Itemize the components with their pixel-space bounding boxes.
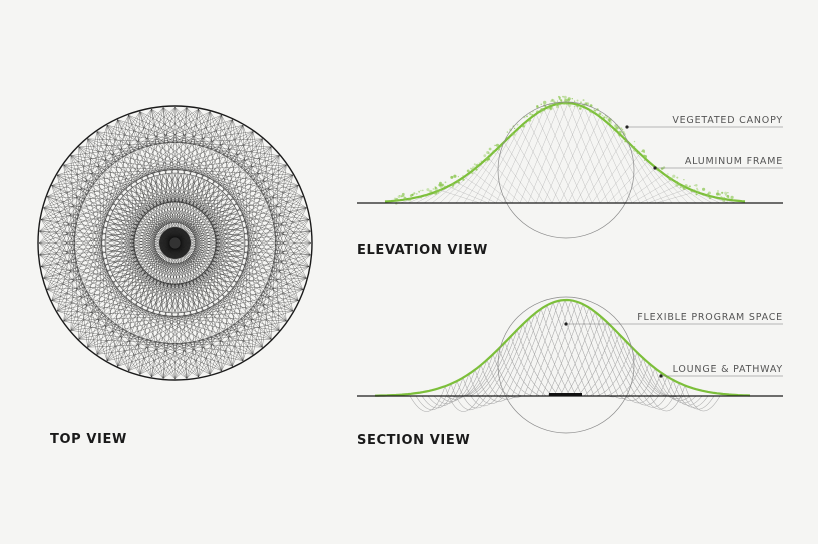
elevation-view-title: ELEVATION VIEW xyxy=(357,243,488,258)
flexible-program-space-label: FLEXIBLE PROGRAM SPACE xyxy=(637,312,783,323)
vegetation-dots xyxy=(393,95,734,205)
section-floor-platform xyxy=(549,393,582,396)
section-green-outline xyxy=(374,298,751,397)
section-view-drawing xyxy=(357,296,783,434)
program-leader-dot xyxy=(564,322,568,326)
elevation-sphere xyxy=(497,101,635,239)
vegetated-canopy-label: VEGETATED CANOPY xyxy=(672,115,783,126)
frame-leader-dot xyxy=(653,166,657,170)
aluminum-frame-label: ALUMINUM FRAME xyxy=(684,156,783,167)
lounge-pathway-label: LOUNGE & PATHWAY xyxy=(672,364,783,375)
top-view-drawing xyxy=(37,105,313,381)
top-view-title: TOP VIEW xyxy=(50,432,127,447)
lounge-leader-dot xyxy=(659,374,663,378)
canopy-leader-dot xyxy=(625,125,629,129)
elevation-view-drawing xyxy=(357,95,783,239)
section-view-title: SECTION VIEW xyxy=(357,433,471,448)
section-sphere xyxy=(497,296,635,434)
